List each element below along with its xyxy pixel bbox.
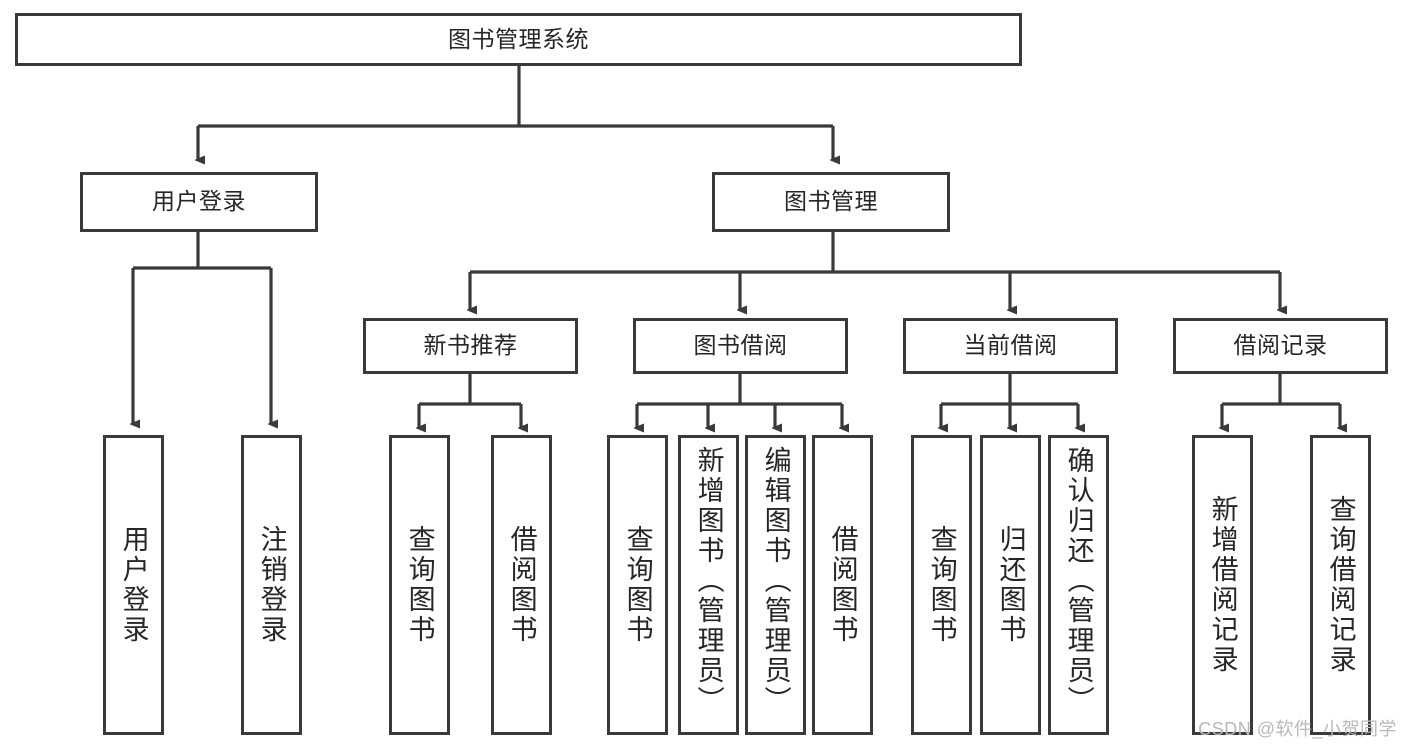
node-root-system[interactable]: 图书管理系统 — [15, 13, 1022, 66]
node-label: 确认归还（管理员） — [1063, 446, 1094, 716]
node-leaf-query-record[interactable]: 查询借阅记录 — [1310, 435, 1371, 735]
node-label: 查询图书 — [926, 525, 957, 645]
node-leaf-query-book-1[interactable]: 查询图书 — [389, 435, 450, 735]
node-label: 借阅记录 — [1233, 332, 1328, 359]
node-label: 查询图书 — [622, 525, 653, 645]
node-label: 借阅图书 — [506, 525, 537, 645]
node-leaf-logout[interactable]: 注销登录 — [241, 435, 302, 735]
node-leaf-borrow-book-2[interactable]: 借阅图书 — [812, 435, 873, 735]
node-label: 用户登录 — [152, 188, 246, 215]
node-leaf-confirm-return[interactable]: 确认归还（管理员） — [1048, 435, 1109, 735]
node-leaf-query-book-2[interactable]: 查询图书 — [607, 435, 668, 735]
node-label: 借阅图书 — [827, 525, 858, 645]
csdn-watermark: CSDN @软件_小贺同学 — [1198, 719, 1397, 739]
node-leaf-edit-book[interactable]: 编辑图书（管理员） — [745, 435, 806, 735]
node-label: 图书管理 — [784, 188, 878, 215]
node-label: 图书借阅 — [693, 332, 788, 359]
node-label: 用户登录 — [118, 525, 149, 645]
node-label: 图书管理系统 — [448, 25, 589, 52]
node-borrow-record[interactable]: 借阅记录 — [1173, 318, 1388, 374]
node-leaf-add-book[interactable]: 新增图书（管理员） — [678, 435, 739, 735]
node-label: 查询图书 — [404, 525, 435, 645]
node-new-book-recommend[interactable]: 新书推荐 — [363, 318, 578, 374]
node-label: 新书推荐 — [423, 332, 518, 359]
node-label: 新增借阅记录 — [1207, 495, 1238, 675]
node-label: 新增图书（管理员） — [693, 446, 724, 716]
node-book-management[interactable]: 图书管理 — [712, 172, 950, 232]
node-book-borrow[interactable]: 图书借阅 — [633, 318, 848, 374]
node-label: 归还图书 — [995, 525, 1026, 645]
node-leaf-borrow-book-1[interactable]: 借阅图书 — [491, 435, 552, 735]
node-current-borrow[interactable]: 当前借阅 — [903, 318, 1118, 374]
node-leaf-add-record[interactable]: 新增借阅记录 — [1192, 435, 1253, 735]
node-label: 注销登录 — [256, 525, 287, 645]
node-label: 编辑图书（管理员） — [760, 446, 791, 716]
node-leaf-return-book[interactable]: 归还图书 — [980, 435, 1041, 735]
node-user-login[interactable]: 用户登录 — [80, 172, 318, 232]
node-label: 当前借阅 — [963, 332, 1058, 359]
node-leaf-query-book-3[interactable]: 查询图书 — [911, 435, 972, 735]
node-label: 查询借阅记录 — [1325, 495, 1356, 675]
node-leaf-user-login[interactable]: 用户登录 — [103, 435, 164, 735]
